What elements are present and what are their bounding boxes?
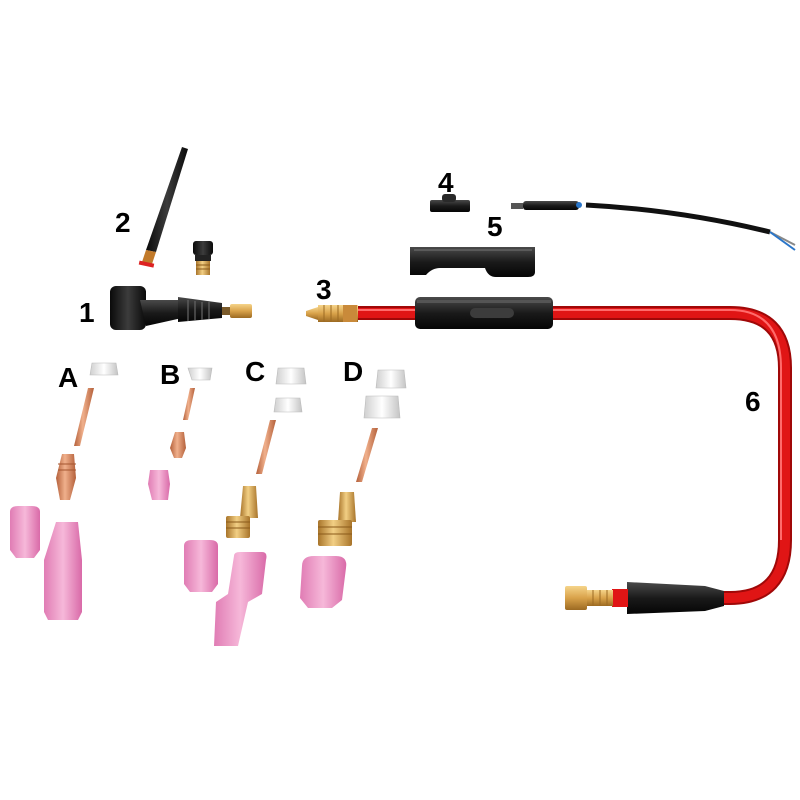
power-cable	[358, 306, 792, 605]
label-part-5: 5	[487, 211, 503, 242]
label-part-3: 3	[316, 274, 332, 305]
kit-d-insulator-ring	[363, 395, 401, 419]
back-cap-short	[193, 241, 213, 275]
label-kit-b: B	[160, 359, 180, 390]
cable-sleeve	[415, 297, 553, 329]
kit-d-collet	[356, 428, 378, 482]
kit-d-insulator	[375, 369, 407, 389]
label-part-4: 4	[438, 167, 454, 198]
label-kit-d: D	[343, 356, 363, 387]
kit-c-insulator	[275, 367, 307, 385]
torch-head	[110, 286, 252, 330]
cable-end-boot	[612, 582, 724, 614]
kit-c-insulator-ring	[273, 397, 303, 413]
kit-b-collet	[183, 388, 195, 420]
label-part-1: 1	[79, 297, 95, 328]
kit-a-nozzle-short	[10, 506, 40, 558]
label-part-6: 6	[745, 386, 761, 417]
switch-cable	[511, 201, 796, 251]
label-kit-a: A	[58, 362, 78, 393]
kit-a-collet-body	[56, 454, 76, 500]
back-cap-long	[138, 147, 188, 268]
label-kit-c: C	[245, 356, 265, 387]
hose-connector-nozzle	[306, 305, 358, 322]
kit-a-collet	[74, 388, 94, 446]
handle-cover	[410, 247, 535, 277]
kit-a-insulator	[89, 362, 119, 376]
kit-b-collet-body	[170, 432, 186, 458]
kit-b-nozzle	[148, 470, 170, 500]
kit-c-gas-lens	[226, 486, 258, 538]
kit-c-nozzle-long	[214, 552, 267, 646]
kit-d-nozzle	[300, 556, 347, 608]
switch-module	[430, 194, 470, 212]
cable-end-fitting	[565, 586, 613, 610]
kit-d-gas-lens	[318, 492, 356, 546]
kit-c-collet	[256, 420, 276, 474]
kit-a-nozzle-long	[44, 522, 82, 620]
kit-b-insulator	[187, 367, 213, 381]
label-part-2: 2	[115, 207, 131, 238]
kit-c-nozzle-short	[184, 540, 218, 592]
